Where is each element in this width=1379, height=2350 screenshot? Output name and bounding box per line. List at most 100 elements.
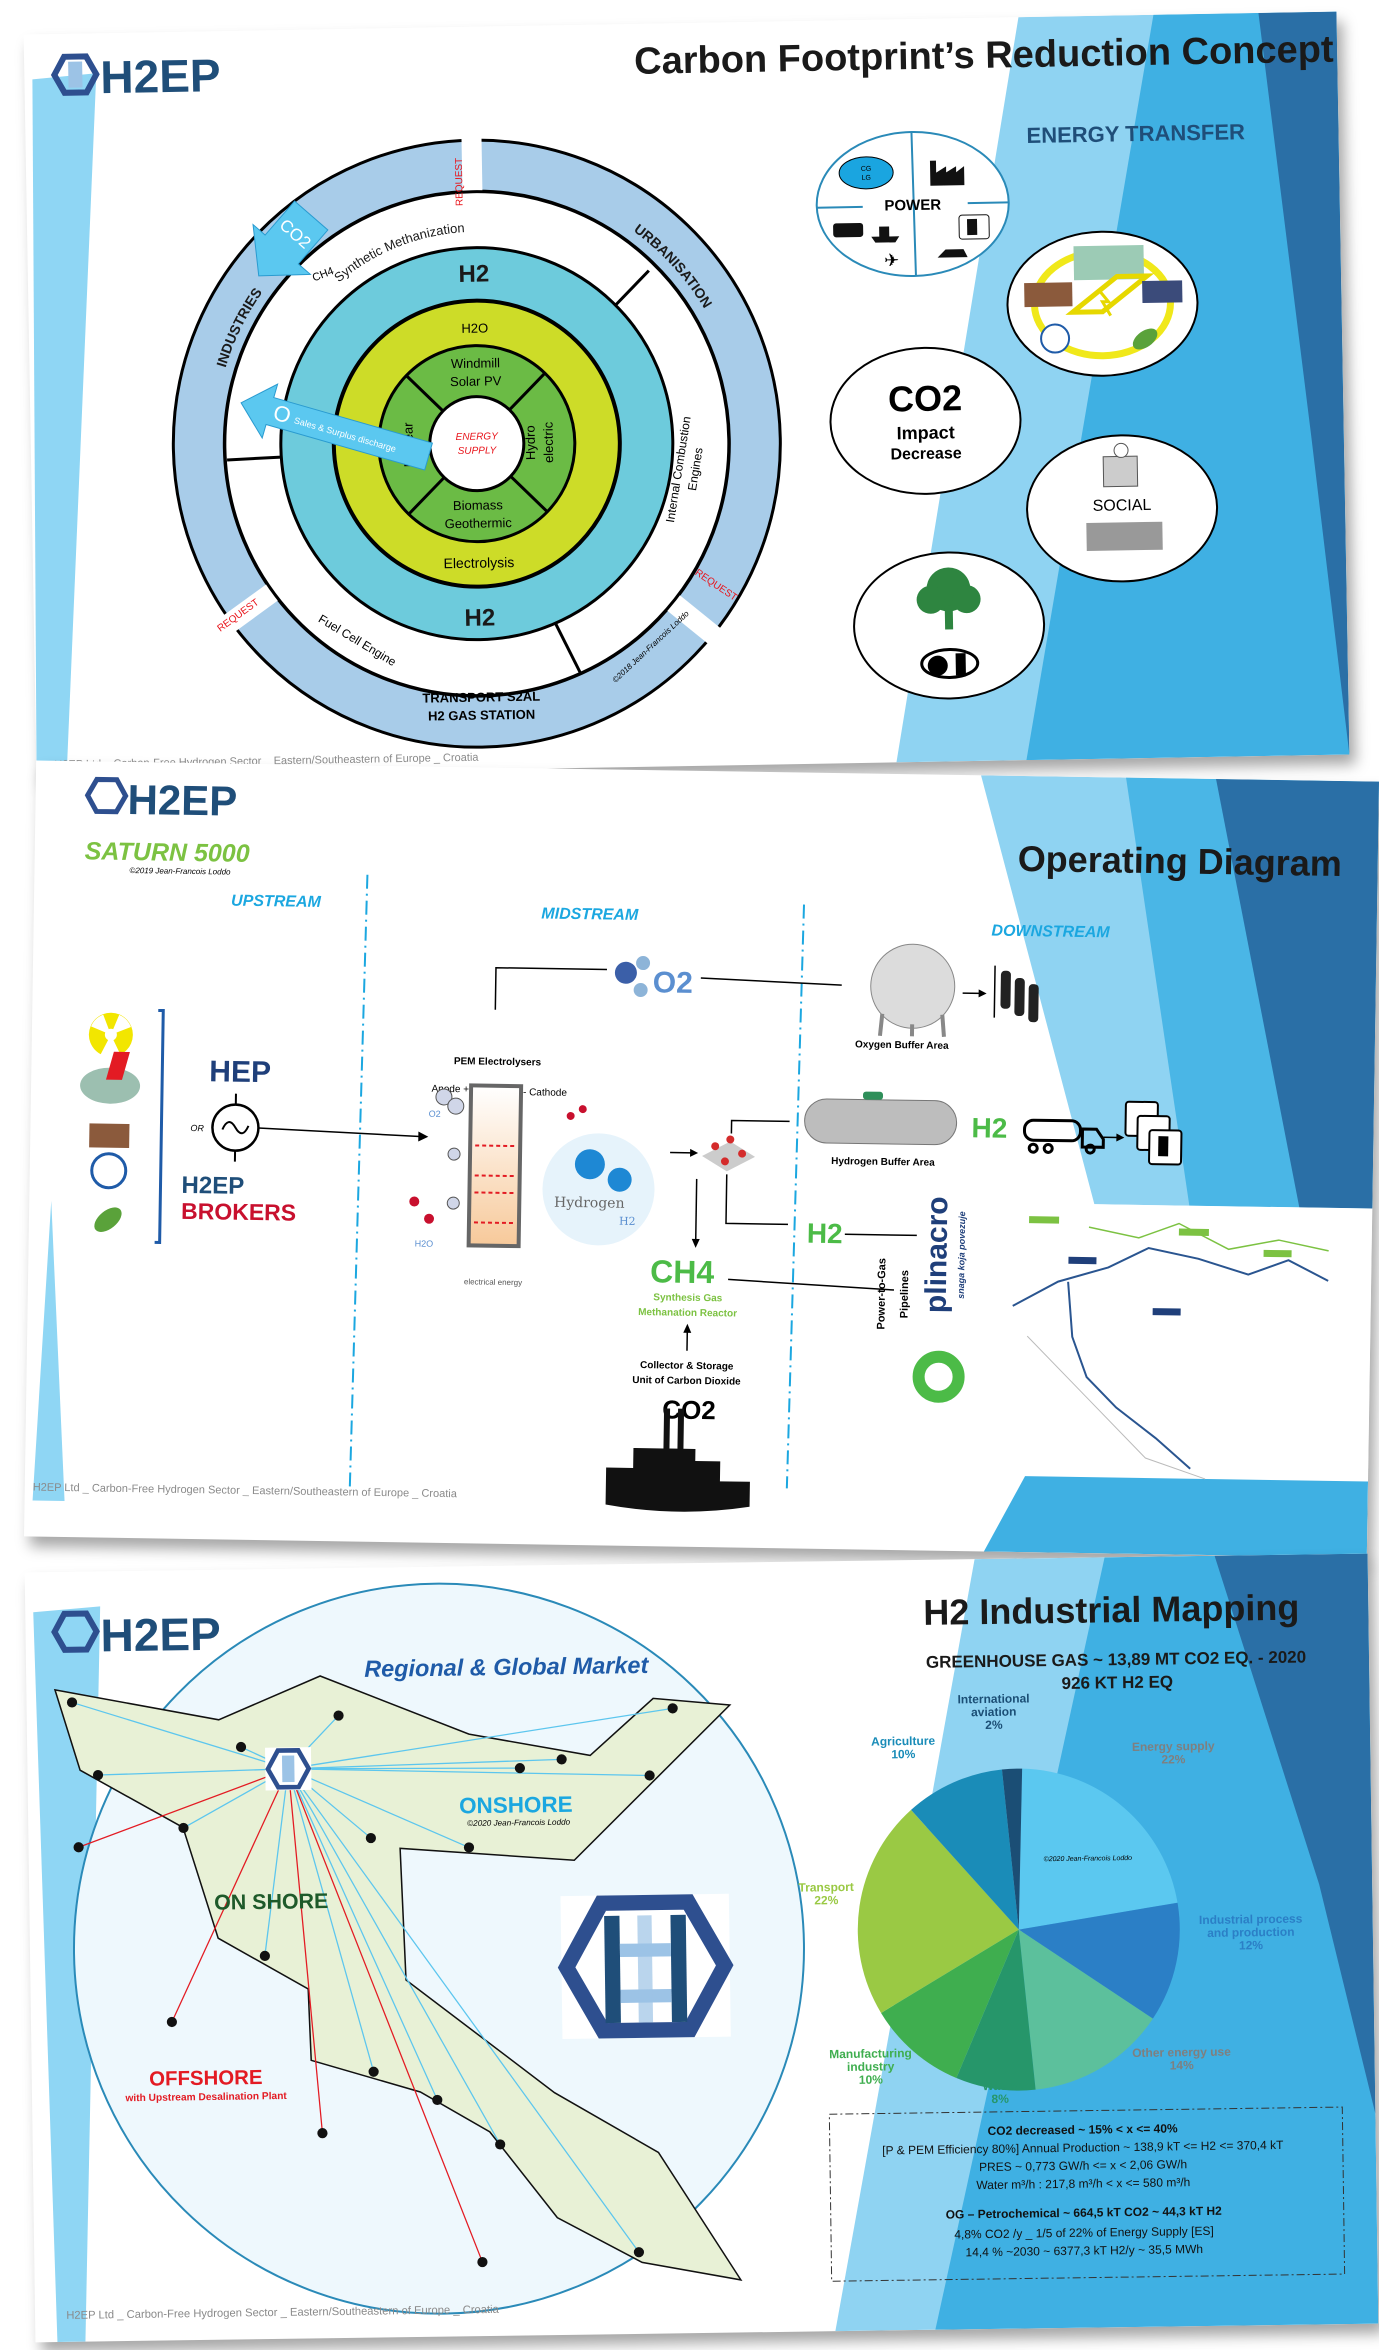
geothermal-icon [89,1123,130,1149]
label-other-energy: Other energy use [1132,2045,1231,2060]
lg-label: LG [862,175,871,182]
car-icon [937,249,968,258]
market-label: Regional & Global Market [364,1652,650,1682]
nuclear-icon [88,1012,133,1058]
label-manufacturing: Manufacturing [829,2046,912,2061]
people-crowd-icon [1086,521,1163,552]
ch4-label: CH4 [650,1253,715,1290]
brokers-label: BROKERS [181,1198,296,1226]
slide-industrial-mapping: H2EP Regional & Global Market ONSHORE ©2… [24,1553,1379,2343]
electrolyser-cell [466,1083,524,1249]
distribution-lines [71,1701,673,2263]
onshore-line [287,1768,438,2101]
co2-label: CO2 [888,377,963,419]
co2-label: CO2 [662,1394,716,1425]
offshore-line [78,1768,289,1848]
water-line: Water m³/h : 217,8 m³/h < x <= 580 m³/h [976,2175,1190,2192]
copyright-label: ©2019 Jean-Francois Loddo [129,866,231,877]
energy-supply-core [428,395,526,493]
pie-slice-industrial-process-and-production [1018,1902,1180,2019]
pipelines-label: Pipelines [899,1270,912,1318]
o2-label: O2 [653,966,694,1000]
plane-icon: ✈ [884,250,899,270]
power-line-arrow [258,1127,423,1138]
on-shore-label: ON SHORE [214,1889,329,1915]
hydrogen-label: Hydrogen [554,1195,625,1212]
hydrogen-molecule-bubble [542,1133,655,1246]
site-marker [73,1842,84,1853]
onshore-line [288,1768,470,1849]
energy-supply-share-line: 4,8% CO2 /y _ 1/5 of 22% of Energy Suppl… [954,2224,1214,2242]
bus-icon [833,222,864,238]
offshore-line [287,1768,484,2263]
pie-labels: Energy supply 22% Industrial process and… [798,1691,1303,2106]
pct-agriculture: 10% [891,1747,916,1761]
h2o-small-label: H2O [415,1239,434,1249]
left-accent-strip [32,1200,65,1502]
site-marker [633,2247,645,2258]
forecast-2030-line: 14,4 % ~2030 ~ 6377,3 kT H2/y ~ 35,5 MWh [965,2242,1203,2259]
social-label: SOCIAL [1093,497,1152,515]
onshore-line [288,1767,520,1770]
hydrogen-tank-icon [804,1098,958,1146]
onshore-line [71,1701,289,1770]
site-marker [477,2256,488,2268]
site-marker [178,1822,189,1834]
oxygen-buffer-label: Oxygen Buffer Area [855,1039,949,1051]
methanation-reactor-label: Methanation Reactor [638,1307,737,1320]
slide2-canvas: H2EP SATURN 5000 ©2019 Jean-Francois Lod… [32,775,1379,1558]
label-transport: Transport [798,1880,854,1895]
slide-title: Operating Diagram [1017,838,1342,884]
bg-bottom-strip [983,1476,1369,1558]
hydrogen-buffer-label: Hydrogen Buffer Area [831,1156,935,1169]
large-h2ep-logo-icon [557,1893,734,2039]
slide-operating-diagram: H2EP SATURN 5000 ©2019 Jean-Francois Lod… [23,760,1379,1558]
offshore-line [287,1768,324,2134]
sources-bracket [154,1008,165,1245]
hexagon-logo-icon [84,776,129,815]
bg-triangle-dark [1258,11,1350,755]
ghg-pie-chart [857,1768,1180,2091]
site-marker [667,1703,678,1714]
logo-text: H2EP [127,776,237,825]
site-marker [644,1770,655,1781]
tanker-truck-icon [1022,1118,1105,1155]
pres-line: PRES ~ 0,773 GW/h <= x < 2,06 GW/h [979,2157,1187,2174]
onshore-line [98,1768,289,1776]
pct-waste: 8% [991,2092,1009,2106]
left-accent-strip [33,1606,101,2343]
power-circle: CG LG POWER ✈ [815,131,1010,278]
onshore-line [287,1768,640,2253]
engines-label: Engines [685,447,706,492]
electrical-energy-label: electrical energy [464,1277,522,1287]
carbon-dioxide-unit-label: Unit of Carbon Dioxide [632,1375,741,1388]
compressor-manifold-icon [702,1135,756,1172]
site-marker [92,1769,104,1781]
logo-text: H2EP [100,1608,221,1662]
onshore-line [287,1768,375,2072]
h2-equivalent-label: 926 KT H2 EQ [1061,1672,1173,1693]
h2o-label: H2O [461,320,488,335]
transport-label: TRANSPORT S2AL [422,689,540,706]
energy-cycle-diagram: H2 H2 H2O Electrolysis Windmill Solar PV… [171,133,782,749]
pie-slice-manufacturing-industry [881,1929,1019,2078]
croatia-map: Regional & Global Market ONSHORE ©2020 J… [53,1652,743,2322]
windmill-label: Windmill [451,355,500,371]
ship-icon [871,226,900,243]
label-industrial-process: Industrial process [1199,1912,1303,1927]
panda-icon [920,647,980,679]
h2-truck-label: H2 [971,1112,1007,1144]
factory-icon [929,160,965,186]
fuel-station-icons [1124,1100,1183,1166]
oxygen-arrow-label: O [270,400,293,429]
footer-text: H2EP Ltd _ Carbon-Free Hydrogen Sector _… [66,2304,499,2322]
social-circle: SOCIAL [1026,434,1219,583]
ring-divider [613,269,650,308]
h2-label-top: H2 [458,260,489,288]
distribution-points [66,1697,678,2268]
downstream-label: DOWNSTREAM [991,923,1110,942]
upstream-label: UPSTREAM [231,893,322,911]
midstream-label: MIDSTREAM [541,905,639,924]
country-outline [53,1675,743,2281]
cathode-label: - Cathode [523,1087,568,1099]
